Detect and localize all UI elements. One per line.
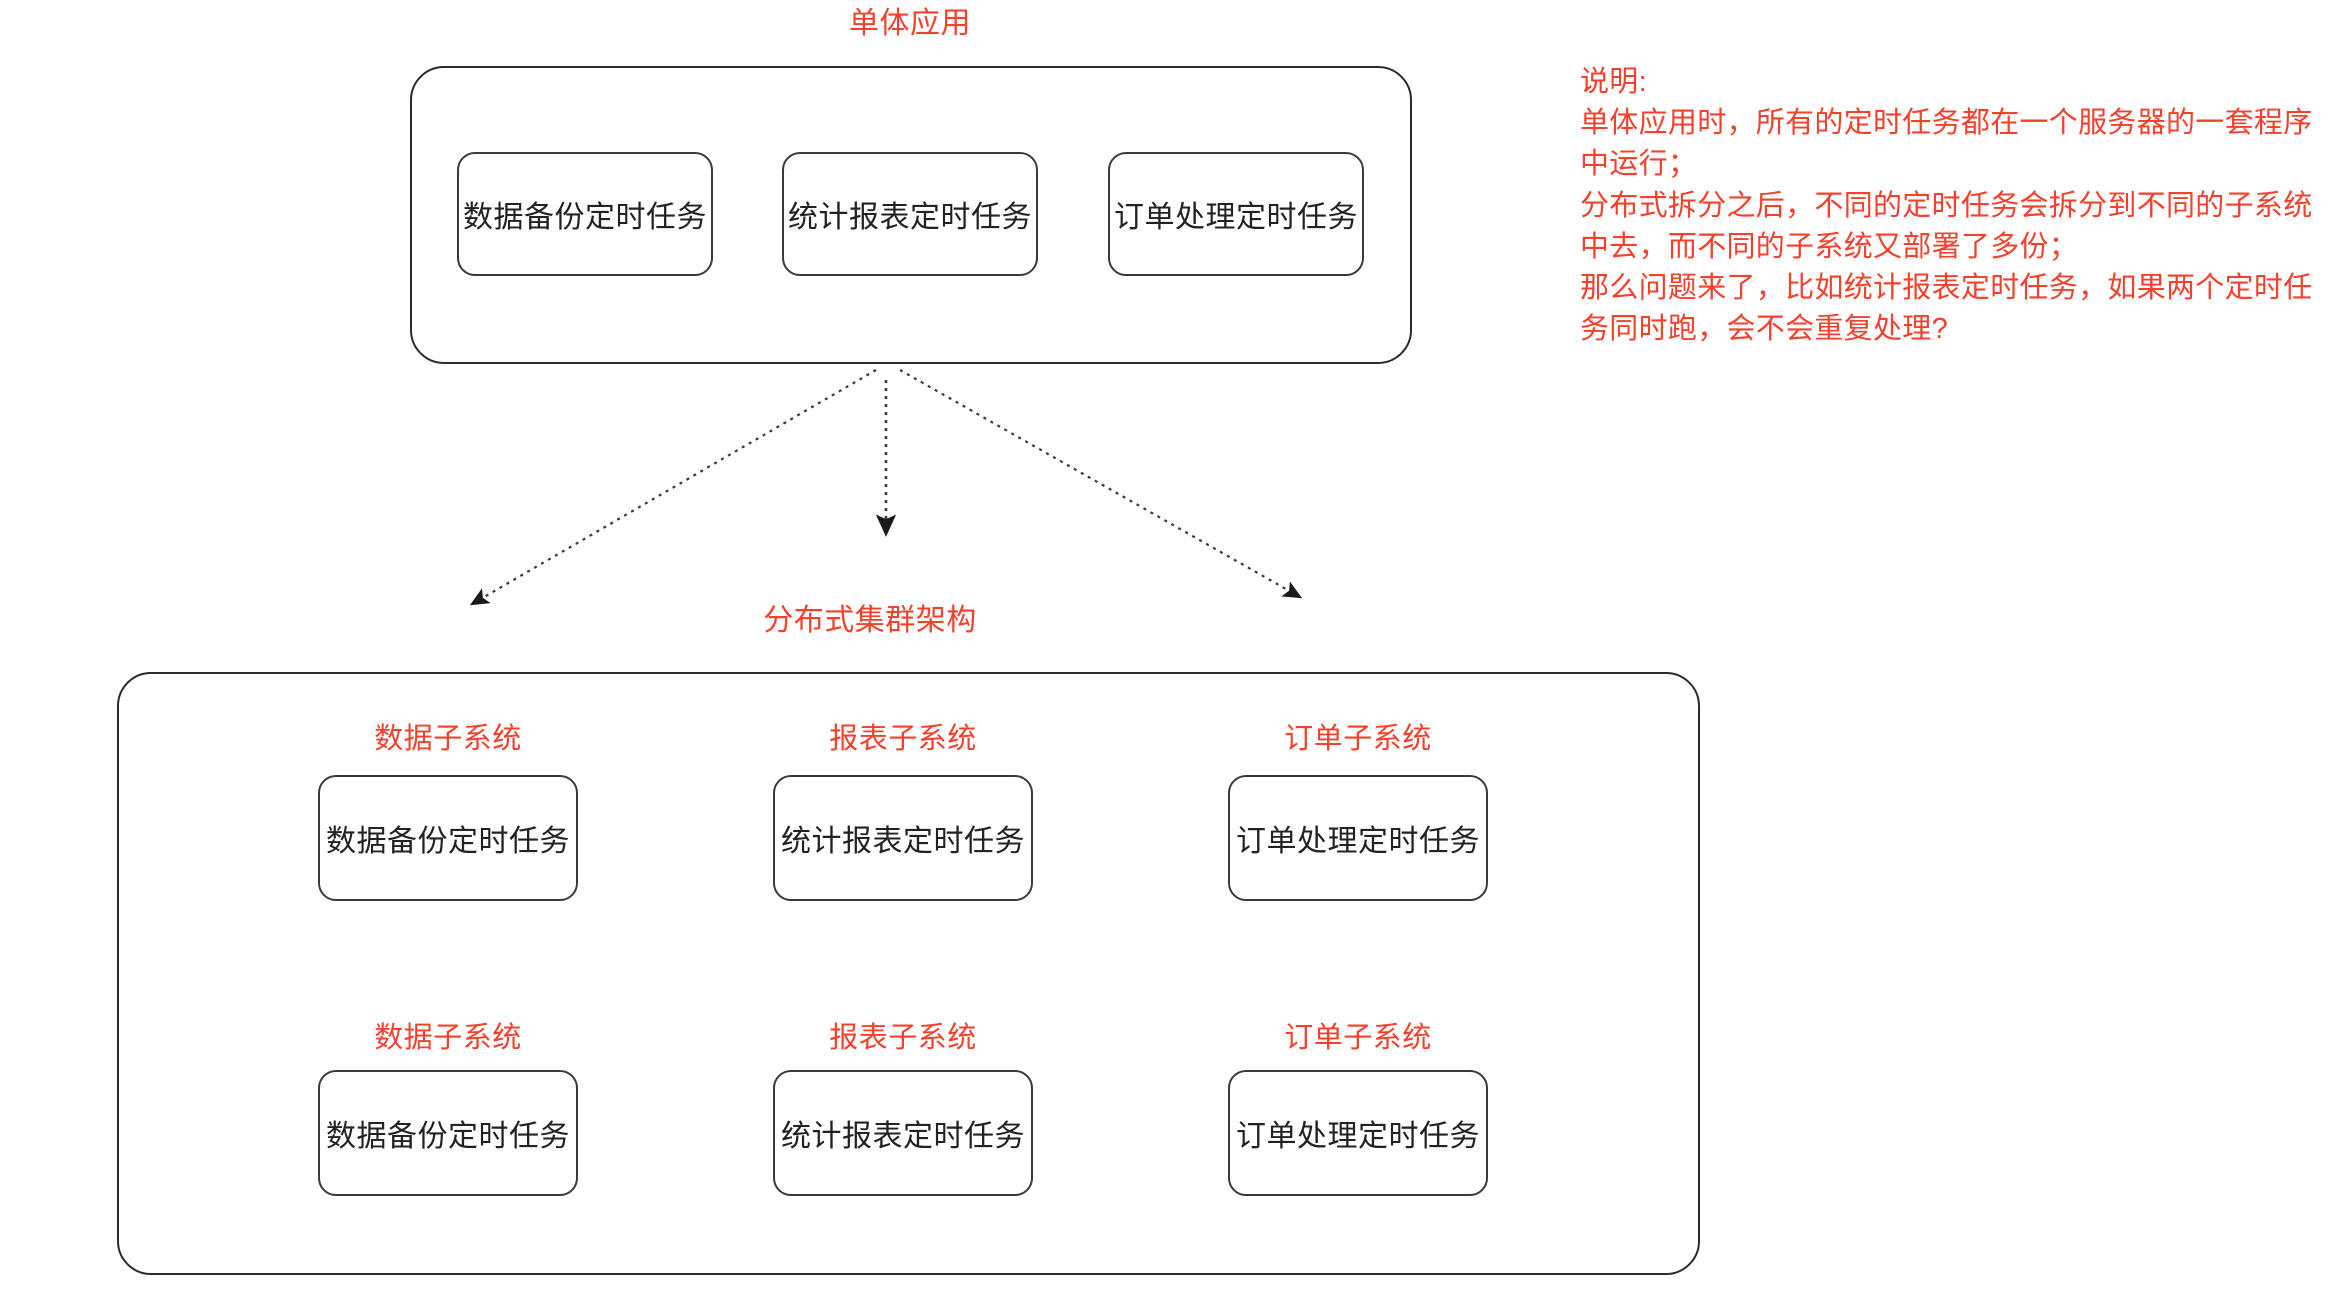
cluster-task-box-r1c3[interactable]: 订单处理定时任务	[1228, 775, 1488, 901]
monolith-task-box-2[interactable]: 统计报表定时任务	[782, 152, 1038, 276]
arrow-left	[469, 369, 877, 606]
explanation-note: 说明: 单体应用时，所有的定时任务都在一个服务器的一套程序中运行； 分布式拆分之…	[1580, 66, 2313, 346]
arrow-right	[899, 369, 1303, 599]
cluster-title: 分布式集群架构	[763, 604, 977, 637]
cluster-subsystem-label-r2c1: 数据子系统	[374, 1022, 522, 1054]
cluster-task-box-r2c2[interactable]: 统计报表定时任务	[773, 1070, 1033, 1196]
cluster-subsystem-label-r2c2: 报表子系统	[829, 1022, 977, 1054]
cluster-task-box-r2c1[interactable]: 数据备份定时任务	[318, 1070, 578, 1196]
cluster-subsystem-label-r1c2: 报表子系统	[829, 723, 977, 755]
cluster-task-box-r1c1[interactable]: 数据备份定时任务	[318, 775, 578, 901]
cluster-subsystem-label-r2c3: 订单子系统	[1284, 1022, 1432, 1054]
monolith-task-box-1[interactable]: 数据备份定时任务	[457, 152, 713, 276]
monolith-task-box-3[interactable]: 订单处理定时任务	[1108, 152, 1364, 276]
cluster-subsystem-label-r1c1: 数据子系统	[374, 723, 522, 755]
cluster-subsystem-label-r1c3: 订单子系统	[1284, 723, 1432, 755]
cluster-task-box-r1c2[interactable]: 统计报表定时任务	[773, 775, 1033, 901]
monolith-title: 单体应用	[849, 7, 971, 40]
cluster-task-box-r2c3[interactable]: 订单处理定时任务	[1228, 1070, 1488, 1196]
